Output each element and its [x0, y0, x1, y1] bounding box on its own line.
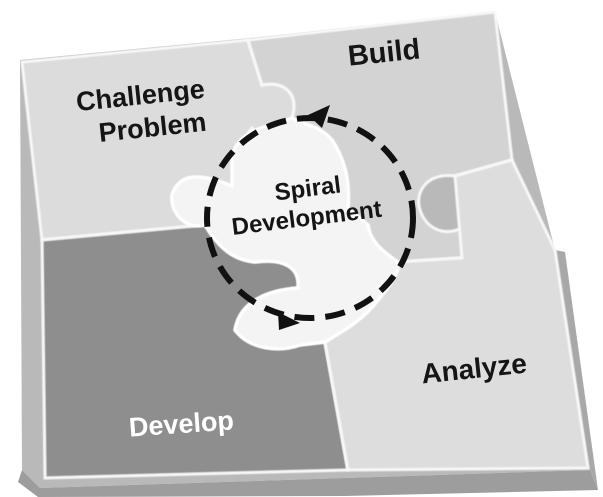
arrow-head-icon [308, 105, 330, 128]
arrow-head-icon [278, 312, 300, 330]
build-label: Build [346, 33, 421, 72]
develop-label: Develop [128, 405, 235, 442]
spiral-arrow [204, 105, 416, 330]
